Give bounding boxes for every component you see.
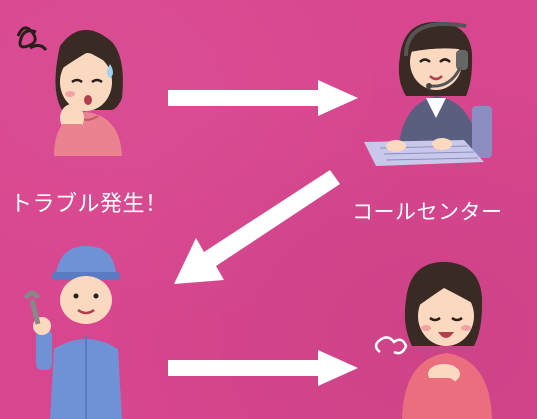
relieved-woman-icon: [366, 252, 506, 419]
down-left-arrow-icon: [170, 168, 340, 288]
worried-woman-icon: [8, 6, 138, 176]
right-arrow-icon: [168, 80, 358, 116]
call-center-label: コールセンター: [352, 200, 503, 224]
call-center-operator-icon: [356, 6, 506, 176]
repair-worker-icon: [22, 244, 142, 419]
right-arrow-icon-bottom: [168, 350, 358, 386]
trouble-label: トラブル発生！: [10, 192, 168, 217]
